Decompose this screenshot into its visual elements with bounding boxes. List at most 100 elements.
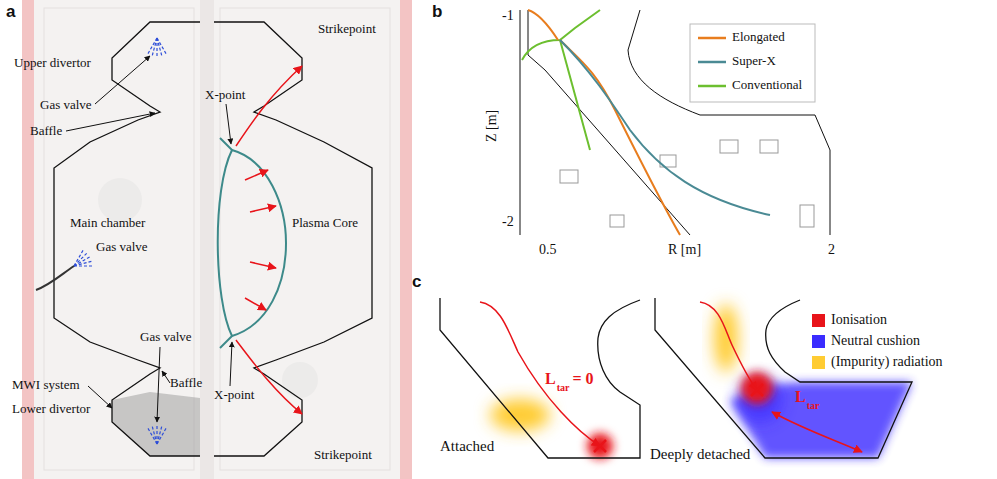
part-label: X-point xyxy=(205,88,245,103)
coil xyxy=(560,170,578,183)
field-line-arrow xyxy=(236,340,302,414)
separatrix xyxy=(220,138,232,150)
legend-swatch xyxy=(812,314,825,327)
lower-divertor-shading xyxy=(112,392,200,456)
vessel-cross-section xyxy=(528,10,690,235)
gas-tube xyxy=(36,266,74,290)
panel-letter: b xyxy=(432,2,442,22)
part-label: Baffle xyxy=(170,376,202,391)
field-line-arrow xyxy=(250,206,276,212)
axis-title: Z [m] xyxy=(484,110,500,142)
legend-line-sample xyxy=(698,30,728,46)
legend-text: Elongated xyxy=(732,30,785,45)
pointer-arrow xyxy=(157,347,160,422)
legend-line-sample xyxy=(698,85,726,88)
pointer-arrow xyxy=(95,56,150,104)
part-label: Lower divertor xyxy=(12,402,90,417)
part-label: MWI system xyxy=(12,378,80,393)
axis-tick: -1 xyxy=(502,8,514,24)
pointer-arrow xyxy=(66,113,155,131)
vessel-outline xyxy=(54,22,372,456)
legend-text: Neutral cushion xyxy=(831,333,920,349)
coil xyxy=(760,140,778,153)
separatrix-curve xyxy=(560,40,680,235)
vessel-photo xyxy=(282,362,318,398)
divertor-outline xyxy=(440,298,912,458)
gas-valve-spray xyxy=(148,38,157,54)
attached-glow xyxy=(490,399,550,431)
field-line-arrow xyxy=(245,170,268,180)
legend-text: Conventional xyxy=(732,78,802,93)
legend-frame xyxy=(690,24,815,102)
pointer-arrow xyxy=(230,342,232,386)
panel-letter: c xyxy=(412,272,421,292)
lower-divertor-shading xyxy=(112,392,200,456)
length-label: L xyxy=(545,370,556,388)
separatrix xyxy=(220,336,232,348)
gas-valve-spray xyxy=(74,257,90,266)
part-label: Baffle xyxy=(30,124,62,139)
coil xyxy=(800,205,814,227)
attached-glow xyxy=(490,399,613,459)
gas-valve-spray xyxy=(74,265,92,266)
part-label: Main chamber xyxy=(70,216,145,231)
field-line-arrow xyxy=(236,66,302,414)
regime-label: Deeply detached xyxy=(650,446,750,463)
panel-letter: a xyxy=(6,2,15,22)
gas-valve-spray xyxy=(157,427,162,444)
target-cross xyxy=(751,384,763,396)
field-line-arrow xyxy=(250,262,276,268)
field-line xyxy=(480,302,600,446)
coil xyxy=(720,140,738,153)
detached-glow xyxy=(741,372,773,404)
gas-valve-spray xyxy=(152,38,157,55)
separatrix xyxy=(218,150,286,336)
pointer-arrow xyxy=(226,104,231,144)
axis-tick: 0.5 xyxy=(539,242,557,258)
legend-text: (Impurity) radiation xyxy=(831,354,943,370)
gas-valve-spray xyxy=(157,38,162,55)
field-line xyxy=(772,412,862,452)
part-label: Plasma Core xyxy=(292,216,358,231)
field-line-arrow xyxy=(236,66,302,146)
part-label: Gas valve xyxy=(96,240,148,255)
detached-glow xyxy=(714,304,912,458)
legend-text: Ionisation xyxy=(831,312,887,328)
legend-frame xyxy=(690,24,815,102)
length-subscript: tar xyxy=(807,400,820,412)
field-line xyxy=(480,302,862,452)
axis-tick: 2 xyxy=(828,242,835,258)
gas-valve-spray xyxy=(74,261,91,266)
gas-valve-spray xyxy=(157,38,166,54)
part-label: Gas valve xyxy=(140,330,192,345)
legend-line-sample xyxy=(698,37,726,40)
legend-text: Super-X xyxy=(732,54,776,69)
vessel-photo xyxy=(400,0,412,479)
length-subscript: tar xyxy=(557,382,570,394)
length-label: = 0 xyxy=(572,370,593,388)
separatrix-curve xyxy=(528,10,558,40)
field-line-arrow xyxy=(245,298,266,310)
vessel-cross-section xyxy=(520,10,830,235)
gas-valve-spray xyxy=(148,428,157,444)
vessel-cross-section xyxy=(520,10,521,235)
axis-title: R [m] xyxy=(668,242,701,258)
vessel-cross-section xyxy=(628,10,830,235)
target-cross xyxy=(594,440,606,452)
divertor-outline xyxy=(440,298,640,458)
legend-line-sample xyxy=(698,78,728,94)
axis-tick: -2 xyxy=(502,214,514,230)
pointer-arrow xyxy=(88,386,112,408)
attached-glow xyxy=(587,433,613,459)
target-cross xyxy=(751,384,763,396)
target-cross xyxy=(594,440,606,452)
separatrix-curve xyxy=(522,10,600,60)
coil xyxy=(610,215,624,227)
part-label: X-point xyxy=(214,388,254,403)
target-cross xyxy=(594,384,763,452)
gas-valve-spray xyxy=(152,427,157,444)
